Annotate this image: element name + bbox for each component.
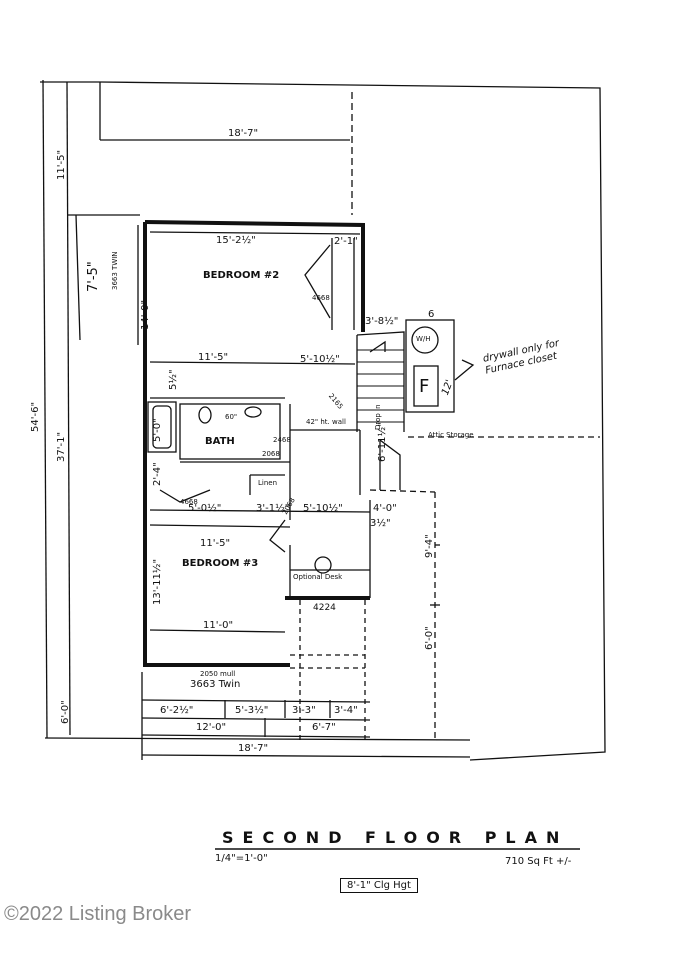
dim-vanity: 60" <box>225 413 238 421</box>
ceiling-height-box: 8'-1" Clg Hgt <box>340 878 418 893</box>
door-2068-bath: 2068 <box>262 450 280 458</box>
label-optional-desk: Optional Desk <box>293 573 343 581</box>
dim-6-0-right: 6'-0" <box>424 626 435 650</box>
room-label-bedroom-2: BEDROOM #2 <box>203 270 280 281</box>
label-attic-storage: Attic Storage <box>428 431 474 439</box>
dim-3-4: 3'-4" <box>334 705 358 716</box>
note-six: 6 <box>428 309 435 320</box>
water-heater-label: W/H <box>416 335 431 343</box>
window-2050: 2050 mull <box>200 670 236 678</box>
room-label-bath: BATH <box>205 436 235 447</box>
dim-2-4: 2'-4" <box>152 462 163 486</box>
plan-title: SECOND FLOOR PLAN <box>222 828 569 847</box>
dim-tub: 5'-0" <box>152 418 163 442</box>
dim-left-upper: 11'-5" <box>56 149 67 180</box>
furnace-label: F <box>419 376 430 397</box>
dim-bedroom2-width: 15'-2½" <box>216 235 256 246</box>
dim-3-3: 3'-3" <box>292 705 316 716</box>
dim-4-0: 4'-0" <box>373 503 397 514</box>
dim-6-0-left: 6'-0" <box>60 700 71 724</box>
door-2468: 2468 <box>273 436 291 444</box>
dim-3-half: 3½" <box>370 518 391 529</box>
door-4668-bed3: 4668 <box>180 498 198 506</box>
dim-window-height: 7'-5" <box>86 261 101 292</box>
note-drop-in: Drop In <box>374 404 382 430</box>
room-label-bedroom-3: BEDROOM #3 <box>182 558 259 569</box>
dim-5-3: 5'-3½" <box>235 705 269 716</box>
dim-6-2: 6'-2½" <box>160 705 194 716</box>
dim-12-0: 12'-0" <box>196 722 227 733</box>
dim-5-10-mid: 5'-10½" <box>300 354 340 365</box>
dim-bedroom3-depth: 13'-11½" <box>152 558 163 605</box>
plan-scale: 1/4"=1'-0" <box>215 853 268 864</box>
dim-6-7: 6'-7" <box>312 722 336 733</box>
dim-3-1-half: 3'-1½" <box>256 503 290 514</box>
dim-house-depth: 37'-1" <box>56 431 67 462</box>
dim-11-5-mid: 11'-5" <box>198 352 229 363</box>
dim-5-half: 5½" <box>168 369 179 390</box>
dim-5-10-hall: 5'-10½" <box>303 503 343 514</box>
closet-door-size: 4668 <box>312 294 330 302</box>
dim-9-4: 9'-4" <box>424 534 435 558</box>
plan-area: 710 Sq Ft +/- <box>505 856 572 867</box>
dim-closet-width: 2'-1" <box>334 236 358 247</box>
dim-bedroom2-depth: 14'-0" <box>140 299 151 330</box>
dim-overall-depth: 54'-6" <box>30 401 41 432</box>
copyright-watermark: ©2022 Listing Broker <box>4 903 192 925</box>
room-label-linen: Linen <box>258 479 278 487</box>
dim-stair-width: 3'-8½" <box>365 316 399 327</box>
dim-5-0-half: 5'-0½" <box>188 503 222 514</box>
note-42-wall: 42" ht. wall <box>306 418 346 426</box>
window-twin-bottom: 3663 Twin <box>190 679 241 690</box>
dim-top-width: 18'-7" <box>228 128 259 139</box>
dim-bottom-width: 18'-7" <box>238 743 269 754</box>
window-4224: 4224 <box>313 603 336 613</box>
dim-11-0: 11'-0" <box>203 620 234 631</box>
window-twin-left: 3663 TWIN <box>111 251 119 290</box>
dim-bedroom3-width: 11'-5" <box>200 538 231 549</box>
